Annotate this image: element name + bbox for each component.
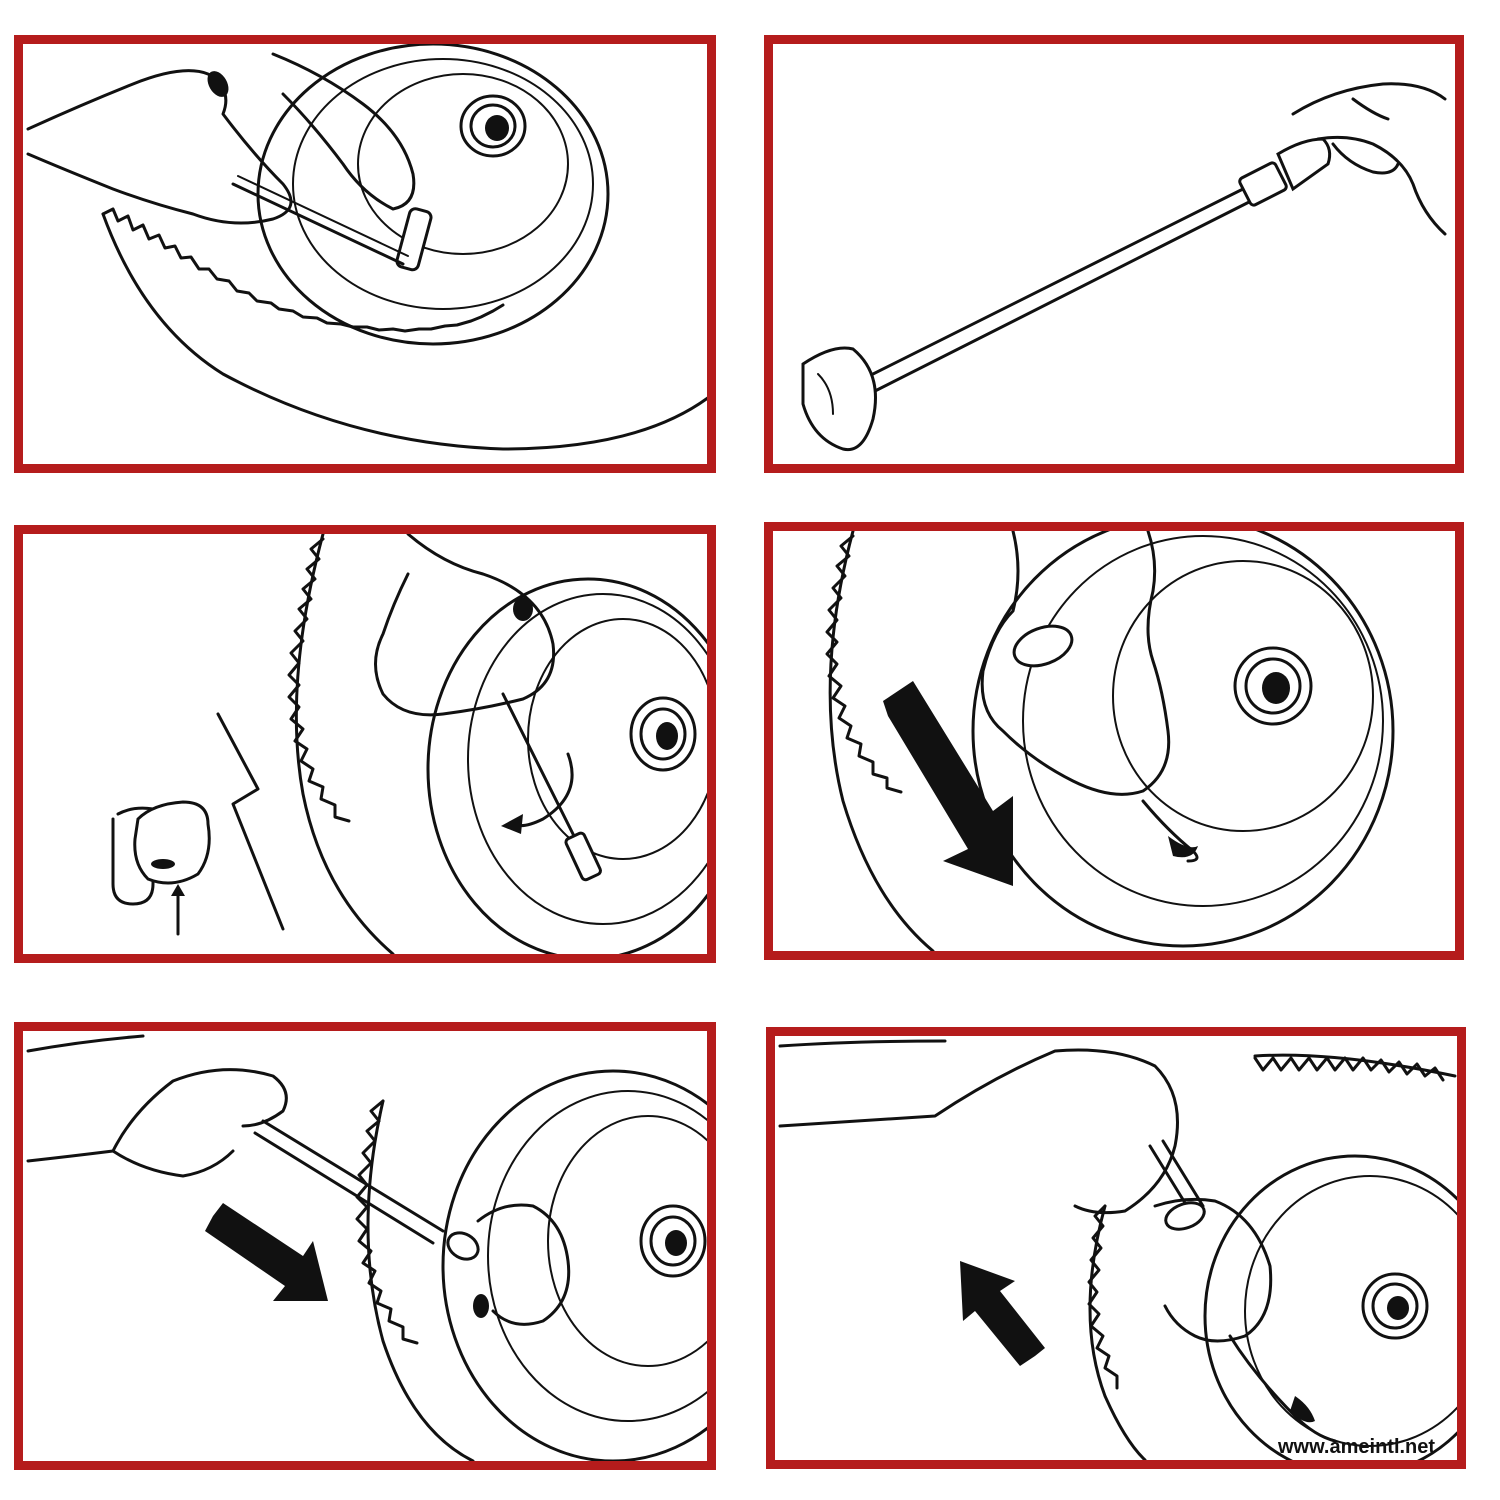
valve-core-removal-illustration <box>26 44 707 451</box>
instruction-panel-3 <box>14 525 716 963</box>
instruction-panel-6 <box>766 1027 1466 1469</box>
insert-tool-illustration <box>26 1034 707 1461</box>
instruction-panel-1 <box>14 35 716 473</box>
valve-stem-clip-illustration <box>111 534 707 954</box>
injector-tool-illustration <box>801 82 1447 452</box>
instruction-panel-4 <box>764 522 1464 960</box>
instruction-panel-2 <box>764 35 1464 473</box>
press-down-illustration <box>825 531 1395 951</box>
website-watermark: www.ameintl.net <box>1278 1436 1436 1458</box>
instruction-panel-5 <box>14 1022 716 1470</box>
pull-up-illustration <box>778 1039 1457 1460</box>
